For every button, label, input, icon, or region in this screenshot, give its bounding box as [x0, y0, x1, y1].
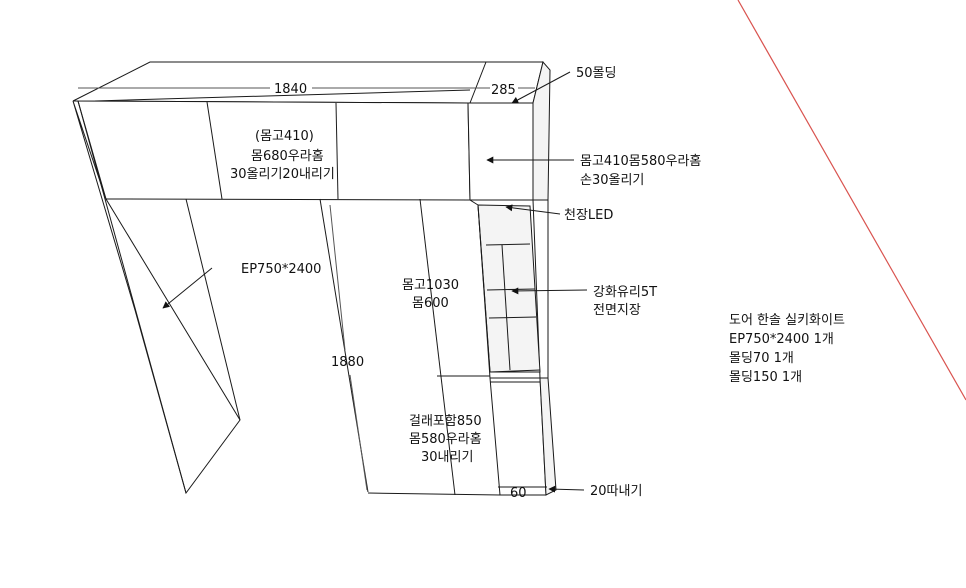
callout-lower-box-3: 30내리기 [421, 450, 473, 465]
dim-height: 1880 [331, 355, 364, 370]
lower-box-front [489, 377, 547, 496]
callout-upper-right-2: 손30올리기 [580, 173, 644, 188]
dim-plinth: 60 [510, 486, 527, 501]
callout-glass-2: 전면지장 [593, 303, 641, 318]
callout-upper-box-3: 30올리기20내리기 [230, 167, 335, 182]
upper-right-front [467, 102, 534, 201]
callout-glass-1: 강화유리5T [593, 285, 657, 300]
note-line: EP750*2400 1개 [729, 332, 834, 347]
callout-upper-box-2: 몸680우라홈 [251, 149, 324, 164]
callout-ceiling-led: 천장LED [564, 208, 613, 223]
material-notes: 도어 한솔 실키화이트 EP750*2400 1개 몰딩70 1개 몰딩150 … [729, 311, 845, 387]
callout-side-panel: EP750*2400 [241, 262, 321, 277]
callout-upper-right-1: 몸고410몸580우라홈 [580, 154, 701, 169]
upper-box-front [72, 100, 471, 201]
note-line: 몰딩150 1개 [729, 370, 803, 385]
callout-molding: 50몰딩 [576, 66, 616, 81]
dim-top-width: 1840 [274, 82, 307, 97]
note-line: 도어 한솔 실키화이트 [729, 313, 845, 328]
lower-box-side [539, 377, 557, 496]
callout-upper-box-1: (몸고410) [255, 129, 314, 144]
guide-line [737, 0, 966, 401]
note-line: 몰딩70 1개 [729, 351, 794, 366]
callout-tall-body-2: 몸600 [412, 296, 449, 311]
callout-tall-body-1: 몸고1030 [402, 278, 459, 293]
callout-lower-box-1: 걸래포함850 [409, 414, 482, 429]
callout-bottom-note: 20따내기 [590, 484, 642, 499]
dim-top-depth: 285 [491, 83, 516, 98]
callout-lower-box-2: 몸580우라홈 [409, 432, 482, 447]
